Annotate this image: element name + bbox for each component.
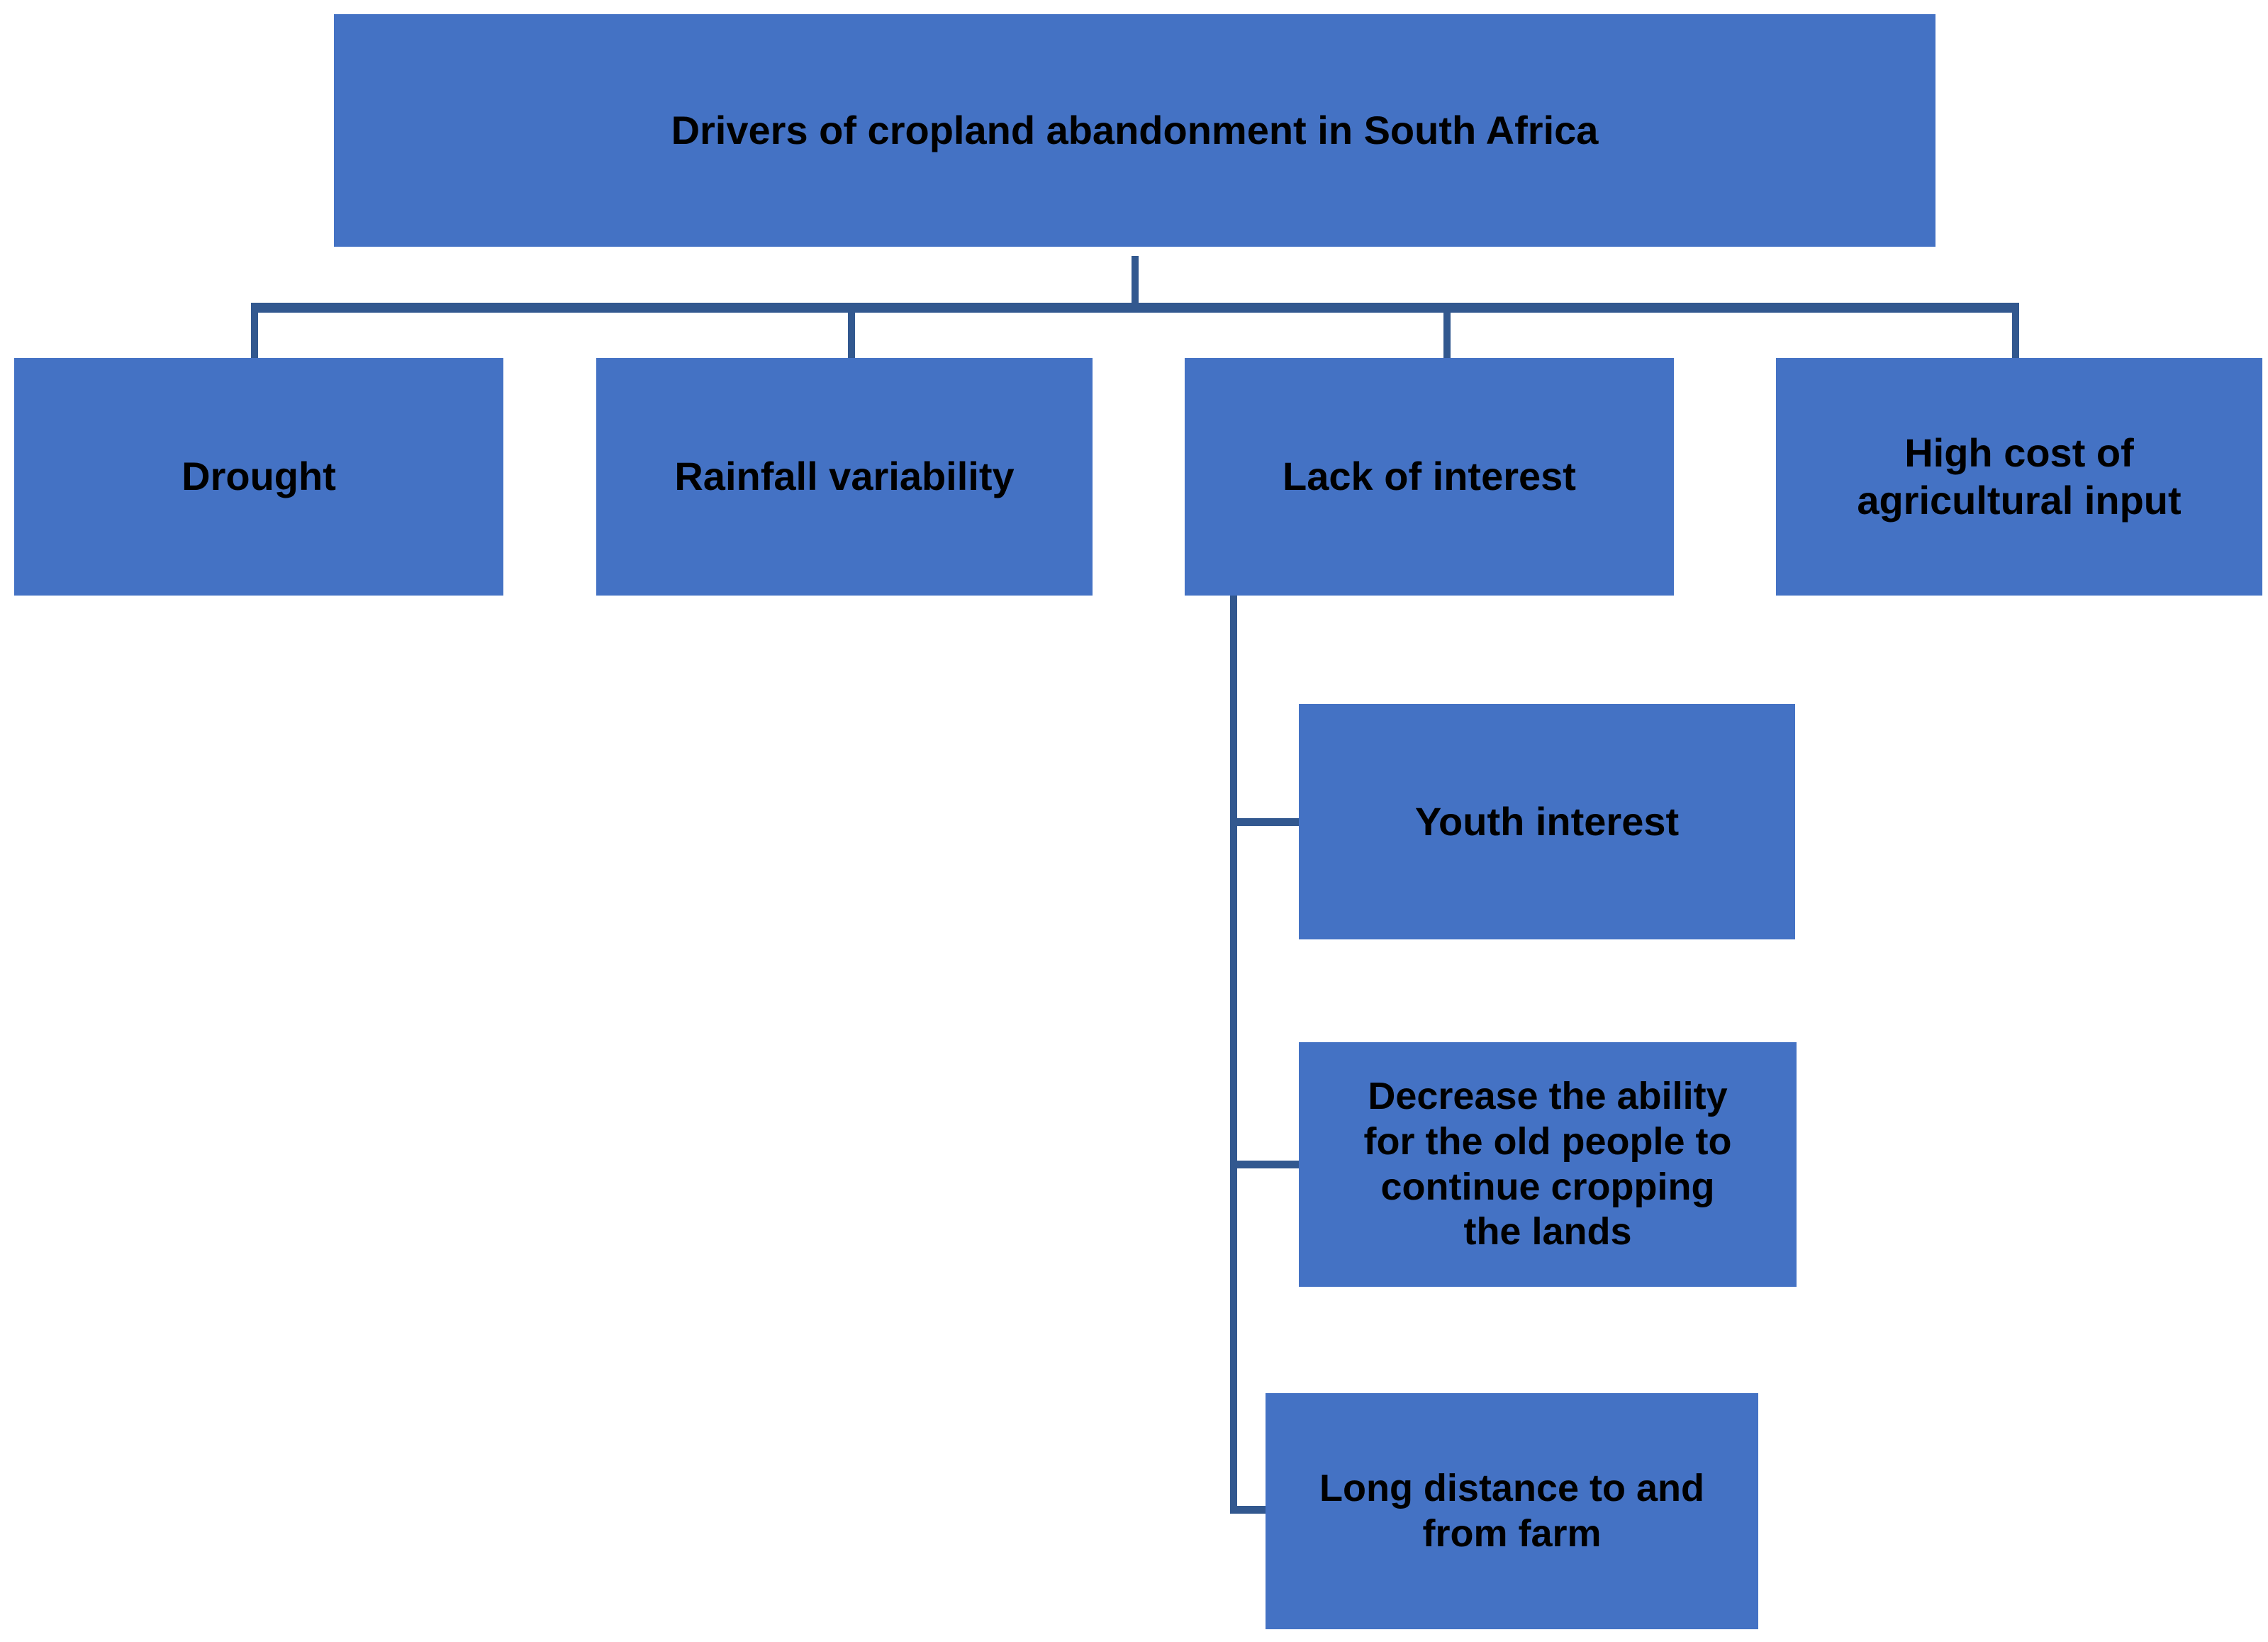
connector-drop-rainfall xyxy=(848,311,855,359)
node-high-cost-agricultural-input[interactable]: High cost of agricultural input xyxy=(1776,358,2262,596)
connector-drop-lack-of-interest xyxy=(1443,311,1451,359)
node-youth-interest[interactable]: Youth interest xyxy=(1299,704,1795,939)
connector-stub-youth-interest xyxy=(1230,818,1302,826)
node-long-distance-to-farm[interactable]: Long distance to and from farm xyxy=(1266,1393,1758,1629)
connector-horizontal-bar xyxy=(251,303,2019,313)
connector-root-stem xyxy=(1132,256,1139,304)
node-decrease-ability-old-people[interactable]: Decrease the ability for the old people … xyxy=(1299,1042,1797,1287)
node-drought[interactable]: Drought xyxy=(14,358,503,596)
connector-stub-decrease-ability xyxy=(1230,1161,1302,1168)
node-lack-of-interest[interactable]: Lack of interest xyxy=(1185,358,1674,596)
connector-drop-high-cost xyxy=(2012,311,2019,359)
node-rainfall-variability[interactable]: Rainfall variability xyxy=(596,358,1093,596)
connector-spine-lack-of-interest xyxy=(1230,596,1237,1514)
node-root-drivers[interactable]: Drivers of cropland abandonment in South… xyxy=(334,14,1935,247)
connector-drop-drought xyxy=(251,311,258,359)
connector-stub-long-distance xyxy=(1230,1506,1270,1514)
